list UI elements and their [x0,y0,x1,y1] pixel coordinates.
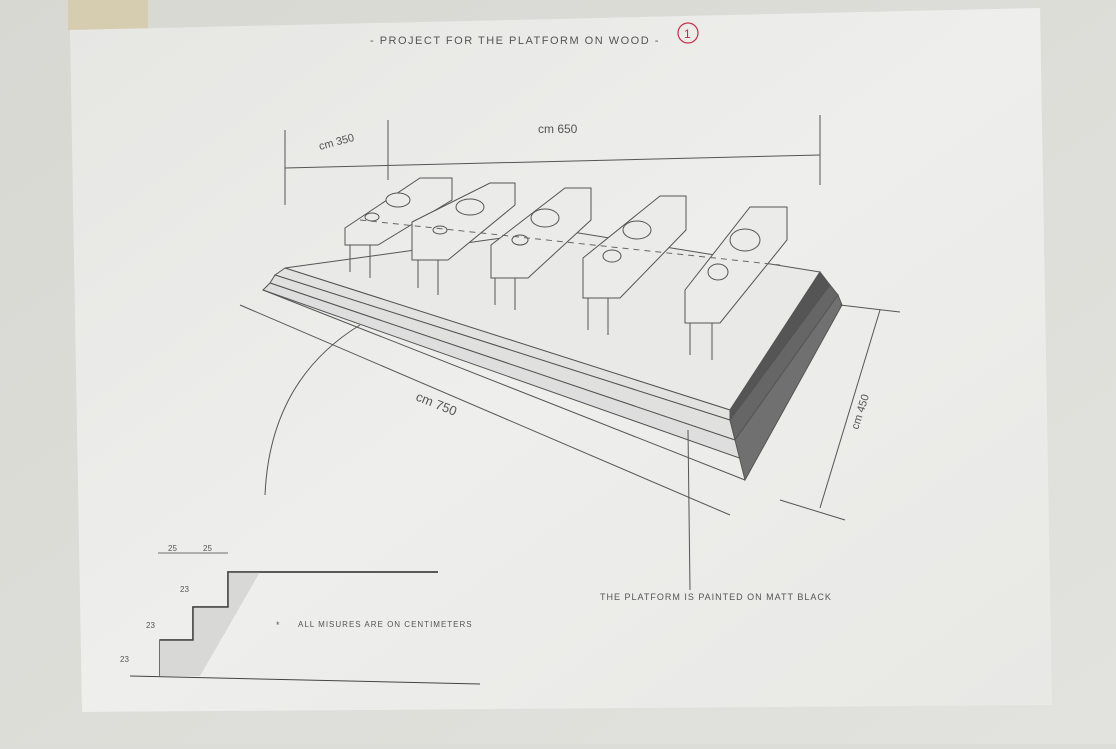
platform-drawing [262,229,843,482]
dim-speakers-span: cm 650 [538,122,578,136]
speakers [344,177,788,360]
section-height-2: 23 [146,621,155,630]
speaker-2 [411,182,516,295]
sheet-number: 1 [684,27,691,41]
sheet-number-circle [677,22,699,44]
dimension-lines [239,115,901,591]
note-measures: ALL MISURES ARE ON CENTIMETERS [298,620,473,629]
note-paint: THE PLATFORM IS PAINTED ON MATT BLACK [600,592,832,602]
section-width-2: 25 [203,544,212,553]
asterisk-icon: * [276,620,280,630]
drawing-title: - PROJECT FOR THE PLATFORM ON WOOD - [370,35,660,47]
tape [68,0,148,30]
speaker-4 [582,195,687,335]
step-section-detail [129,552,481,685]
section-height-3: 23 [120,655,129,664]
speaker-1 [344,177,453,278]
speaker-3 [490,187,592,310]
alignment-dashed-line [359,219,781,266]
section-width-1: 25 [168,544,177,553]
speaker-5 [684,206,788,360]
section-height-1: 23 [180,585,189,594]
